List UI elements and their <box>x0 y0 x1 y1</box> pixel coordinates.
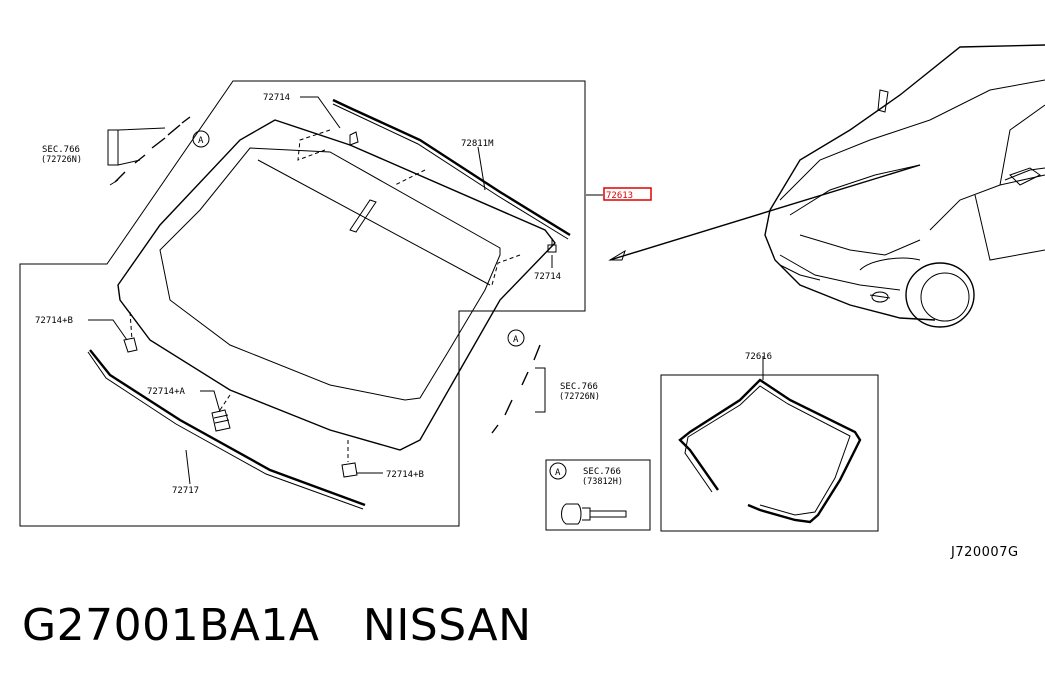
clip-right <box>547 244 557 253</box>
molding-bottom <box>89 349 366 507</box>
diagram-code: J720007G <box>950 545 1019 560</box>
label-72714-right: 72714 <box>534 272 561 282</box>
inset-a-box <box>545 459 651 531</box>
pointer-arrow <box>609 164 921 261</box>
label-72811m: 72811M <box>461 139 494 149</box>
sec-sub-right: (72726N) <box>559 392 600 402</box>
car-illustration <box>764 44 1045 328</box>
label-72616: 72616 <box>745 352 772 362</box>
marker-a-mid: A <box>513 335 519 345</box>
marker-a-left: A <box>198 136 204 146</box>
seal-72616 <box>678 378 862 524</box>
clip-bottom <box>341 462 358 478</box>
label-72714b-bottom: 72714+B <box>386 470 424 480</box>
label-72717: 72717 <box>172 486 199 496</box>
inset-72616-box <box>660 374 879 532</box>
label-72714a: 72714+A <box>147 387 186 397</box>
sec-sub-inset: (73812H) <box>582 477 623 487</box>
rivet-icon <box>561 503 627 525</box>
highlight-72613 <box>603 187 652 201</box>
marker-a-inset-circle <box>549 462 567 480</box>
sec-ref-right: SEC.766 <box>560 382 598 392</box>
molding-top <box>332 98 571 237</box>
label-72613: 72613 <box>606 191 633 201</box>
part-number-caption: G27001BA1A NISSAN <box>22 600 532 651</box>
sec-molding-left <box>114 116 191 183</box>
marker-a-left-circle <box>192 130 210 148</box>
clip-a <box>211 409 231 432</box>
clip-left <box>123 337 138 353</box>
clip-top <box>349 131 359 146</box>
sec-ref-left: SEC.766 <box>42 145 80 155</box>
marker-a-mid-circle <box>507 329 525 347</box>
marker-a-inset: A <box>555 468 561 478</box>
label-72714b-left: 72714+B <box>35 316 73 326</box>
main-frame <box>19 80 586 527</box>
label-72714-top: 72714 <box>263 93 290 103</box>
sec-molding-right <box>491 344 541 434</box>
windshield-glass <box>117 119 556 451</box>
sec-sub-left: (72726N) <box>41 155 82 165</box>
sec-ref-inset: SEC.766 <box>583 467 621 477</box>
